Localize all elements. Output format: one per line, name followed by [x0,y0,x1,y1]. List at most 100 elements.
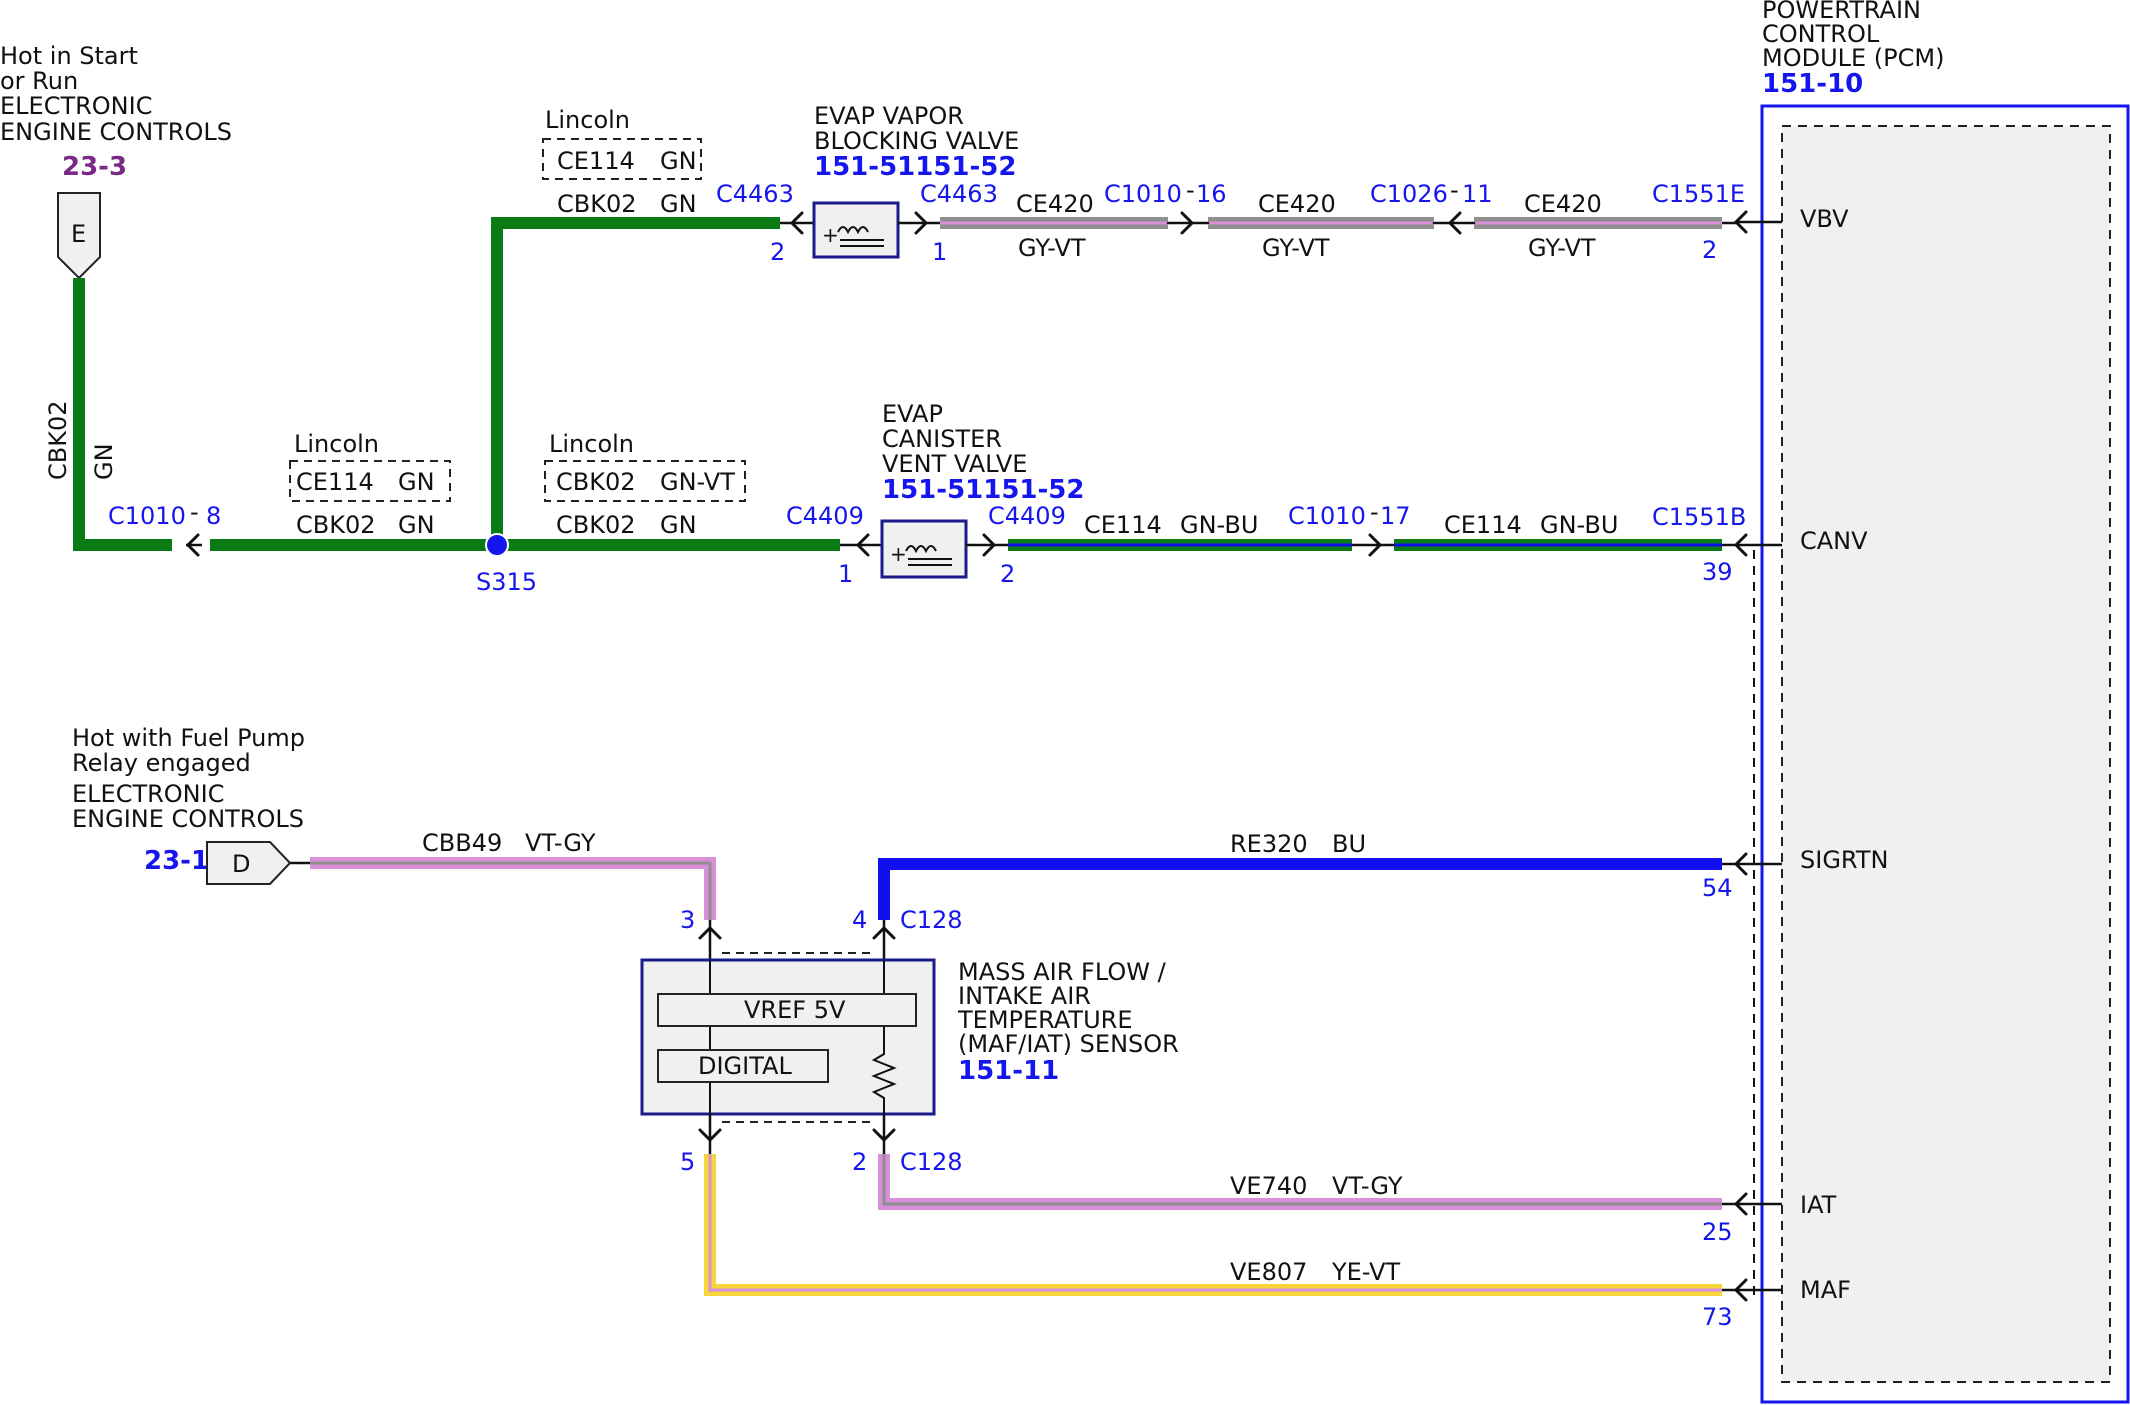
top-inline-1-connector: C1010 [1104,180,1182,208]
top-wire-run: Lincoln CE114 GN CBK02 GN C4463 2 + EVAP… [542,102,1738,266]
power-source-e-line-4: ENGINE CONTROLS [0,118,232,146]
solenoid-coil-icon [837,226,869,235]
lincoln-box-left [289,460,451,502]
maf-connector-bottom: C128 [900,1148,963,1176]
mid-inline-pin: 17 [1380,502,1411,530]
lincoln-right-color: GN-VT [660,468,735,496]
pcm-connector-c1551b: C1551B [1652,503,1746,531]
top-inline-2-pin: 11 [1462,180,1493,208]
connector-c4463-in-pin: 2 [770,238,785,266]
connector-c4409-in: C4409 [786,502,864,530]
connector-c4409-out: C4409 [988,502,1066,530]
power-source-d-line-1: Hot with Fuel Pump [72,724,305,752]
solenoid-coil-icon [905,545,937,554]
connector-c1010-8-dash: - [190,498,199,526]
power-source-d-ref[interactable]: 23-1 [144,846,209,876]
maf-connector-top: C128 [900,906,963,934]
connector-c4409-out-pin: 2 [1000,560,1015,588]
mid-seg-1-circuit: CE114 [1084,511,1162,539]
mid-green-run: C1010 - 8 Lincoln CE114 GN CBK02 GN Linc… [108,217,840,596]
power-source-e-line-1: Hot in Start [0,42,138,70]
power-source-e-ref[interactable]: 23-3 [62,152,127,182]
evap-canister-vent-valve-line-3: VENT VALVE [882,450,1027,478]
top-seg-2-circuit: CE420 [1258,190,1336,218]
pcm-pin-number-vbv: 2 [1702,236,1717,264]
mid-left-circuit: CBK02 [296,511,376,539]
power-source-d-line-3: ELECTRONIC [72,780,224,808]
top-inline-2-dash: - [1450,176,1459,204]
pcm-pin-number-iat: 25 [1702,1218,1733,1246]
pcm-pin-canv: CANV [1800,527,1868,555]
wire-re320-color: BU [1332,830,1366,858]
maf-digital-box [657,1049,829,1083]
wire-ve807-color: YE-VT [1331,1258,1400,1286]
top-seg-3-color: GY-VT [1528,234,1596,262]
maf-iat-sensor: 3 4 C128 VREF 5V DIGITAL 5 2 C128 MASS A… [640,906,1179,1176]
wire-re320-circuit: RE320 [1230,830,1308,858]
wire-cbb49-circuit: CBB49 [422,829,502,857]
power-source-e-line-2: or Run [0,67,78,95]
evap-blocking-valve-ref[interactable]: 151-51151-52 [814,152,1017,182]
mid-right-circuit: CBK02 [556,511,636,539]
maf-vref-box [657,993,917,1027]
pcm-ref[interactable]: 151-10 [1762,69,1863,99]
lincoln-top-circuit: CE114 [557,147,635,175]
wire-cbk02-vertical-color: GN [90,443,118,480]
evap-canister-vent-valve-ref[interactable]: 151-51151-52 [882,475,1085,505]
maf-pin-5: 5 [680,1148,695,1176]
lincoln-top-color: GN [660,147,697,175]
mid-right-color: GN [660,511,697,539]
maf-sensor-ref[interactable]: 151-11 [958,1056,1059,1086]
pcm-pin-vbv: VBV [1800,205,1849,233]
connector-c4463-out: C4463 [920,180,998,208]
pcm-title-line-1: POWERTRAIN [1762,0,1921,24]
maf-sensor-line-3: TEMPERATURE [957,1006,1133,1034]
mid-inline-connector: C1010 [1288,502,1366,530]
mid-seg-2-circuit: CE114 [1444,511,1522,539]
lincoln-right-circuit: CBK02 [556,468,636,496]
maf-sensor-body[interactable] [640,958,936,1116]
pcm-pin-maf: MAF [1800,1276,1851,1304]
lincoln-note-right: Lincoln [549,430,634,458]
wire-cbb49 [310,857,716,920]
connector-tag-d [206,841,292,885]
connector-c4463-in: C4463 [716,180,794,208]
maf-vref-label: VREF 5V [744,996,846,1024]
mid-seg-2-color: GN-BU [1540,511,1618,539]
connector-c1010-8-pin: 8 [206,502,221,530]
lincoln-left-circuit: CE114 [296,468,374,496]
pcm-module: POWERTRAIN CONTROL MODULE (PCM) 151-10 V… [1652,0,2130,1404]
top-inline-2-connector: C1026 [1370,180,1448,208]
evap-blocking-valve-line-2: BLOCKING VALVE [814,127,1019,155]
pcm-pin-number-sigrtn: 54 [1702,874,1733,902]
mid-seg-1-color: GN-BU [1180,511,1258,539]
lincoln-note-top: Lincoln [545,106,630,134]
power-source-d-line-2: Relay engaged [72,749,251,777]
pcm-pin-number-maf: 73 [1702,1303,1733,1331]
sensor-wires: RE320 BU VE740 VT-GY VE807 YE-VT [704,830,1738,1296]
wire-cbk02-vertical [73,278,166,551]
mid-inline-dash: - [1370,498,1379,526]
evap-blocking-valve-line-1: EVAP VAPOR [814,102,964,130]
connector-c1010-8: C1010 [108,502,186,530]
top-seg-2-color: GY-VT [1262,234,1330,262]
top-color: GN [660,190,697,218]
maf-sensor-line-2: INTAKE AIR [958,982,1091,1010]
pcm-title-line-3: MODULE (PCM) [1762,44,1944,72]
power-source-e: Hot in Start or Run ELECTRONIC ENGINE CO… [0,42,232,551]
wire-cbb49-color: VT-GY [525,829,596,857]
wire-ve740-color: VT-GY [1332,1172,1403,1200]
top-seg-3-circuit: CE420 [1524,190,1602,218]
splice-s315[interactable] [485,533,509,557]
lincoln-left-color: GN [398,468,435,496]
wire-cbk02-vertical-circuit: CBK02 [44,401,72,481]
top-inline-1-pin: 16 [1196,180,1227,208]
connector-tag-e [57,192,101,280]
maf-sensor-line-4: (MAF/IAT) SENSOR [958,1030,1179,1058]
maf-sensor-line-1: MASS AIR FLOW / [958,958,1167,986]
maf-pin-4: 4 [852,906,867,934]
pcm-connector-c1551e: C1551E [1652,180,1745,208]
top-seg-1-circuit: CE420 [1016,190,1094,218]
wire-ve740-circuit: VE740 [1230,1172,1307,1200]
